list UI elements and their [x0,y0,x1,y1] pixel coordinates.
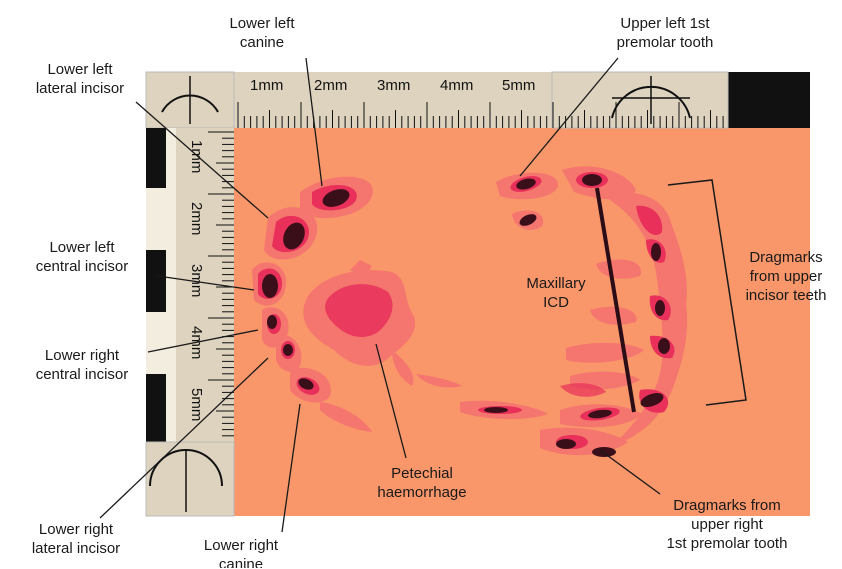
label-upper-left-premolar: Upper left 1st premolar tooth [590,14,740,52]
left-tick-label-1: 1mm [188,140,205,173]
label-lower-left-lateral-incisor: Lower left lateral incisor [20,60,140,98]
top-tick-label-4: 4mm [440,77,473,94]
label-petechial-haemorrhage: Petechial haemorrhage [362,464,482,502]
left-tick-label-2: 2mm [188,202,205,235]
top-ruler: 1mm 2mm 3mm 4mm 5mm [146,72,810,128]
label-dragmarks-upper-incisor: Dragmarks from upper incisor teeth [732,248,840,305]
left-tick-label-5: 5mm [188,388,205,421]
label-maxillary-icd: Maxillary ICD [518,274,594,312]
top-tick-label-1: 1mm [250,77,283,94]
top-tick-label-2: 2mm [314,77,347,94]
label-dragmarks-upper-right-premolar: Dragmarks from upper right 1st premolar … [636,496,818,553]
top-tick-label-5: 5mm [502,77,535,94]
label-lower-left-central-incisor: Lower left central incisor [20,238,144,276]
left-ruler: 1mm 2mm 3mm 4mm 5mm [146,128,234,516]
label-lower-right-lateral-incisor: Lower right lateral incisor [14,520,138,558]
label-lower-right-central-incisor: Lower right central incisor [20,346,144,384]
top-tick-label-3: 3mm [377,77,410,94]
label-lower-left-canine: Lower left canine [222,14,302,52]
label-lower-right-canine: Lower right canine [186,536,296,568]
